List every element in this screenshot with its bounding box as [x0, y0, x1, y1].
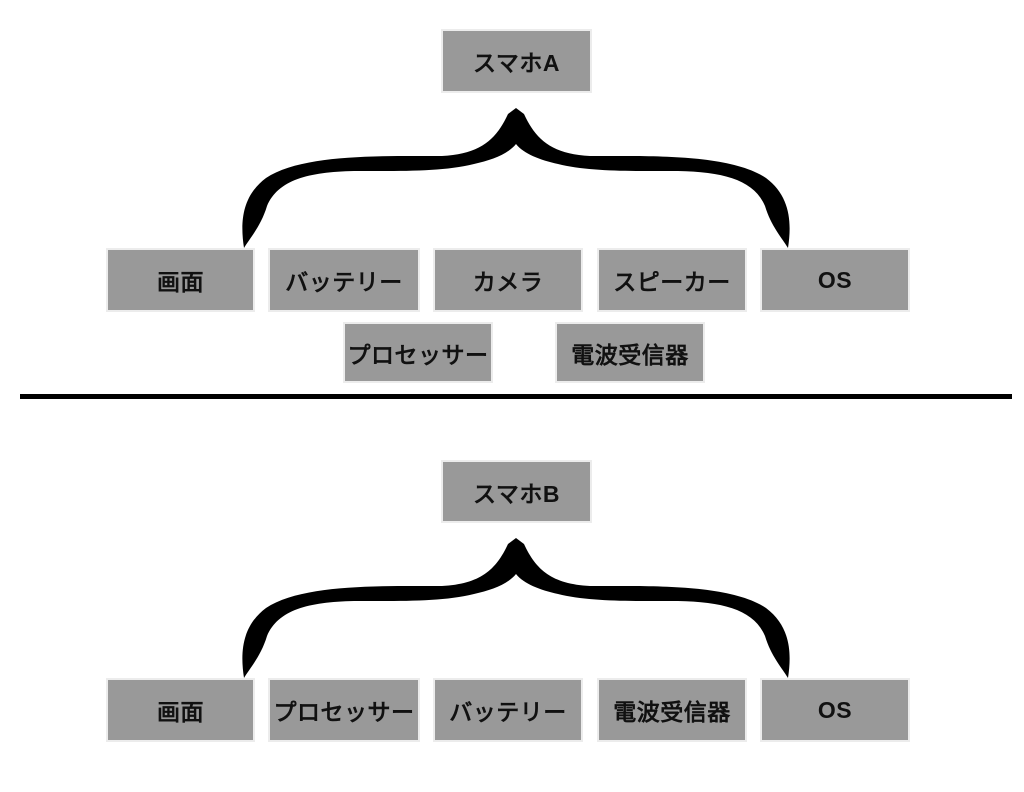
node-processor-b: プロセッサー: [268, 678, 420, 742]
node-radio-receiver-b: 電波受信器: [597, 678, 747, 742]
node-os-b: OS: [760, 678, 910, 742]
node-speaker-a: スピーカー: [597, 248, 747, 312]
node-radio-receiver-a: 電波受信器: [555, 322, 705, 383]
node-screen-b: 画面: [106, 678, 255, 742]
node-camera-a: カメラ: [433, 248, 583, 312]
node-phone-b: スマホB: [441, 460, 592, 523]
node-battery-b: バッテリー: [433, 678, 583, 742]
node-battery-a: バッテリー: [268, 248, 420, 312]
node-phone-a: スマホA: [441, 29, 592, 93]
node-processor-a: プロセッサー: [343, 322, 493, 383]
curly-brace-icon: [240, 538, 792, 680]
curly-brace-icon: [240, 108, 792, 250]
section-divider: [20, 394, 1012, 399]
node-os-a: OS: [760, 248, 910, 312]
node-screen-a: 画面: [106, 248, 255, 312]
